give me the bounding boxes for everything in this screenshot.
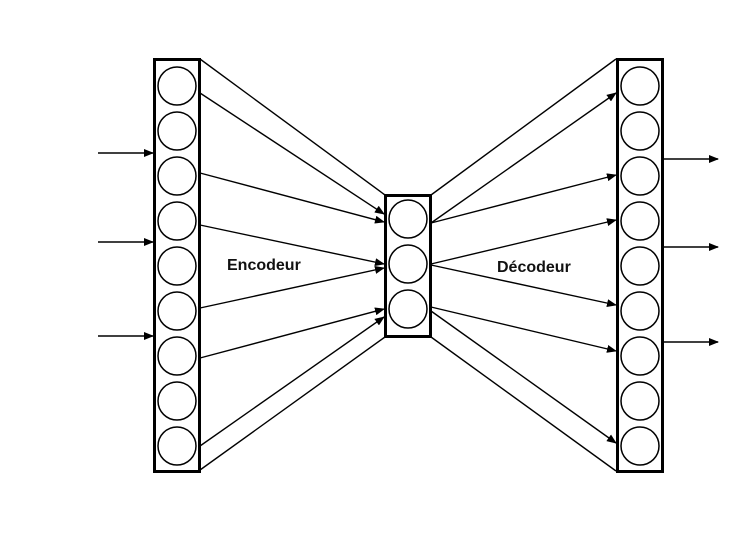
encoder-label: Encodeur xyxy=(227,257,301,274)
output-neuron xyxy=(620,426,660,466)
connection-arrow xyxy=(430,173,617,224)
output-neuron xyxy=(620,66,660,106)
decoder-label: Décodeur xyxy=(497,259,571,276)
connection-arrow xyxy=(430,218,617,265)
output-neuron xyxy=(620,246,660,286)
input-neuron xyxy=(157,291,197,331)
input-neuron xyxy=(157,201,197,241)
connection-arrow xyxy=(199,316,385,447)
connection-line xyxy=(430,336,617,472)
neurons xyxy=(157,66,660,466)
connection-arrow xyxy=(430,306,617,353)
bottleneck-neuron xyxy=(388,199,428,239)
bottleneck-neuron xyxy=(388,289,428,329)
connection-arrow xyxy=(199,172,385,224)
connection-arrow xyxy=(199,92,385,215)
output-neuron xyxy=(620,291,660,331)
connection-arrow xyxy=(199,266,385,309)
io-arrows xyxy=(98,149,719,346)
input-neuron xyxy=(157,111,197,151)
connections xyxy=(199,58,617,472)
output-neuron xyxy=(620,156,660,196)
input-neuron xyxy=(157,381,197,421)
output-layer-box xyxy=(616,58,664,473)
connection-line xyxy=(199,58,386,196)
output-neuron xyxy=(620,201,660,241)
bottleneck-layer-box xyxy=(384,194,432,338)
input-neuron xyxy=(157,426,197,466)
output-neuron xyxy=(620,336,660,376)
input-layer-box xyxy=(153,58,201,473)
connection-arrow xyxy=(430,310,617,444)
connection-arrow xyxy=(430,92,617,224)
connection-arrow xyxy=(430,264,617,308)
bottleneck-neuron xyxy=(388,244,428,284)
input-neuron xyxy=(157,156,197,196)
connection-arrow xyxy=(199,224,385,267)
output-neuron xyxy=(620,111,660,151)
output-neuron xyxy=(620,381,660,421)
input-neuron xyxy=(157,336,197,376)
connection-line xyxy=(430,58,617,196)
connection-arrow xyxy=(199,307,385,359)
input-neuron xyxy=(157,246,197,286)
input-neuron xyxy=(157,66,197,106)
connection-line xyxy=(199,336,386,471)
